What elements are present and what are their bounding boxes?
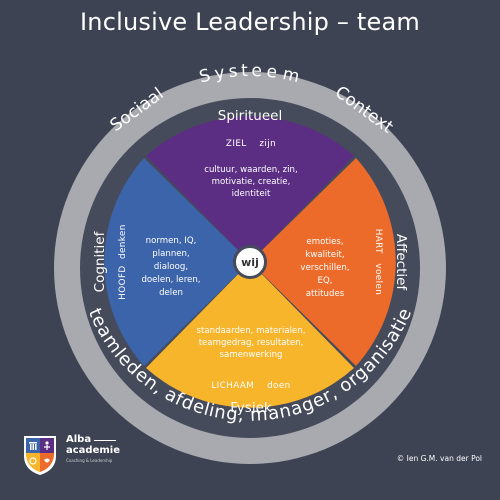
- affectief-line-4: EQ,: [318, 276, 333, 286]
- fysiek-line-1: standaarden, materialen,: [197, 326, 306, 336]
- spiritueel-line-1: cultuur, waarden, zin,: [204, 165, 298, 175]
- cognitief-line-5: delen: [159, 288, 183, 298]
- cognitief-line-2: plannen,: [152, 249, 189, 259]
- affectief-line-2: kwaliteit,: [305, 250, 344, 260]
- affectief-key: HART voelen: [373, 229, 383, 296]
- quadrant-spiritueel: [146, 116, 354, 262]
- logo-divider: [94, 440, 116, 441]
- fysiek-line-2: teamgedrag, resultaten,: [199, 338, 304, 348]
- spiritueel-title: Spiritueel: [218, 108, 282, 124]
- affectief-title: Affectief: [393, 234, 409, 292]
- quadrant-cognitief: [104, 158, 250, 366]
- quadrant-fysiek: [146, 262, 354, 408]
- cognitief-line-1: normen, IQ,: [146, 236, 197, 246]
- affectief-line-1: emoties,: [306, 237, 343, 247]
- fysiek-line-3: samenwerking: [220, 350, 283, 360]
- quadrant-affectief: [250, 158, 396, 366]
- affectief-line-3: verschillen,: [300, 263, 349, 273]
- center-label: wij: [241, 256, 259, 269]
- logo-subtitle: Coaching & Leadership: [66, 458, 113, 463]
- spiritueel-line-2: motivatie, creatie,: [212, 177, 291, 187]
- diagram-title: Inclusive Leadership – team: [80, 8, 420, 36]
- affectief-line-5: attitudes: [306, 289, 345, 299]
- cognitief-line-3: dialoog,: [154, 262, 188, 272]
- cognitief-title: Cognitief: [92, 230, 108, 292]
- alba-logo: Alba academie Coaching & Leadership: [22, 430, 172, 482]
- spiritueel-line-3: identiteit: [232, 189, 271, 199]
- copyright-notice: © Ien G.M. van der Pol: [396, 454, 482, 463]
- shield-icon: [24, 436, 56, 475]
- logo-name-line-1: Alba: [66, 434, 92, 445]
- spiritueel-key: ZIEL zijn: [226, 139, 276, 149]
- fysiek-title: Fysiek: [230, 400, 272, 416]
- center-circle: [233, 245, 267, 279]
- fysiek-key: LICHAAM doen: [211, 381, 290, 391]
- cognitief-line-4: doelen, leren,: [141, 275, 200, 285]
- logo-name-line-2: academie: [66, 445, 120, 456]
- logo-name: Alba academie: [66, 434, 120, 456]
- cognitief-key: HOOFD denken: [118, 224, 128, 299]
